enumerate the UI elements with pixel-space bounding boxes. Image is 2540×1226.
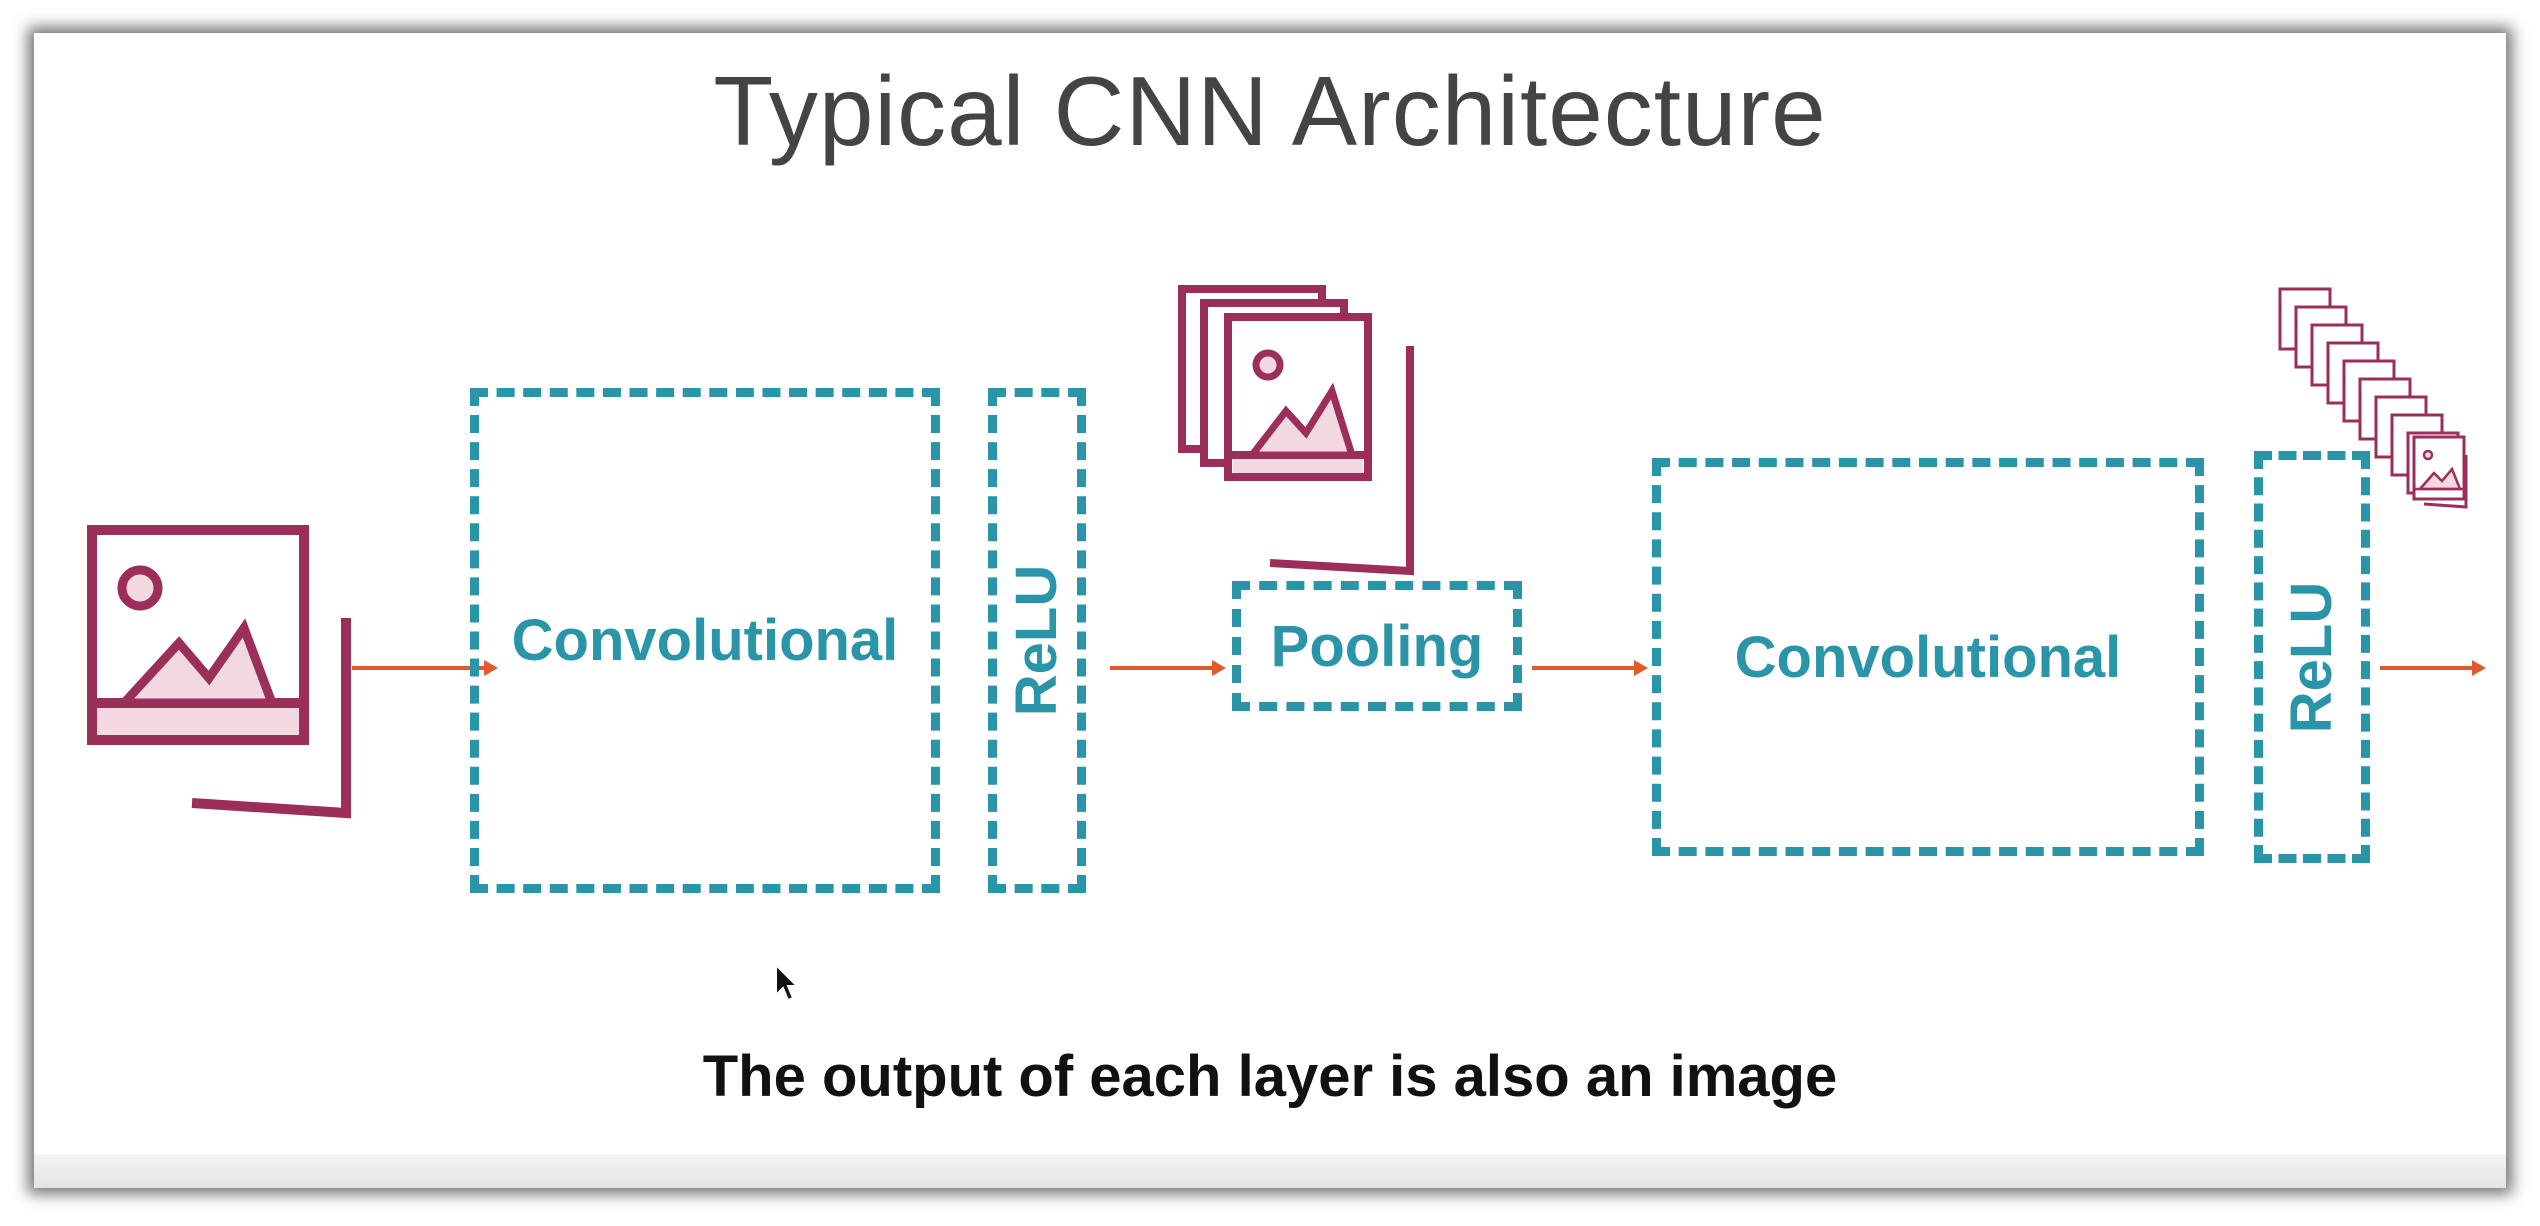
arrow-pool-to-conv xyxy=(1532,660,1648,676)
layer-label: ReLU xyxy=(1004,564,1070,717)
relu-layer-2: ReLU xyxy=(2254,451,2370,863)
layer-label: ReLU xyxy=(2279,581,2345,733)
slide: Typical CNN Architecture Convolutional R… xyxy=(34,33,2506,1188)
pooled-image-stack-icon xyxy=(1178,285,1414,576)
arrow-relu-to-pool xyxy=(1110,660,1226,676)
pooling-layer: Pooling xyxy=(1232,581,1522,711)
caption: The output of each layer is also an imag… xyxy=(702,1044,1838,1109)
page-title: Typical CNN Architecture xyxy=(713,56,1827,166)
arrow-output xyxy=(2380,660,2486,676)
input-image-stack-icon xyxy=(87,525,351,819)
layer-label: Convolutional xyxy=(511,608,899,673)
relu-layer-1: ReLU xyxy=(988,388,1086,893)
mouse-cursor-icon xyxy=(775,963,800,1002)
convolutional-layer-1: Convolutional xyxy=(470,388,940,893)
output-image-stack-icon xyxy=(2278,287,2468,509)
slide-bottom-band xyxy=(34,1154,2506,1188)
layer-label: Pooling xyxy=(1270,613,1484,679)
layer-label: Convolutional xyxy=(1734,624,2122,690)
arrow-input-to-conv xyxy=(352,660,498,676)
convolutional-layer-2: Convolutional xyxy=(1652,458,2204,856)
